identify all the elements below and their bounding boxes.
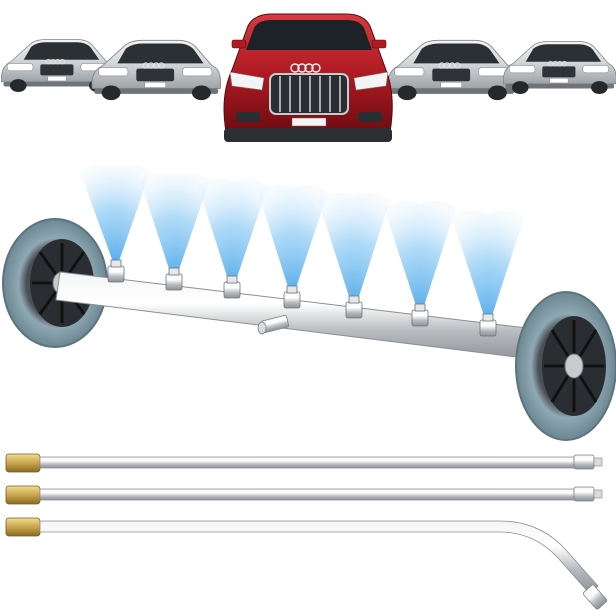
- wand-curved: [5, 517, 608, 610]
- nozzle-2: [165, 267, 183, 291]
- nozzle-1: [107, 259, 125, 283]
- nozzle-4: [283, 285, 301, 309]
- wand-straight-1: [5, 453, 603, 473]
- brass-quick-connect: [5, 517, 41, 537]
- nozzles: [107, 259, 497, 337]
- undercarriage-washer: [2, 218, 616, 441]
- left-wheel: [2, 218, 108, 348]
- water-spray-fans: [80, 164, 524, 328]
- quick-connect-plug: [573, 486, 595, 502]
- quick-connect-plug: [582, 584, 608, 610]
- brass-quick-connect: [5, 485, 41, 505]
- nozzle-3: [223, 275, 241, 299]
- nozzle-7: [479, 313, 497, 337]
- right-wheel: [515, 291, 616, 441]
- car-lineup: [0, 13, 616, 142]
- nozzle-6: [411, 303, 429, 327]
- brass-quick-connect: [5, 453, 41, 473]
- inlet-fitting: [257, 315, 290, 335]
- nozzle-5: [345, 295, 363, 319]
- extension-wands: [5, 453, 608, 610]
- quick-connect-plug: [573, 454, 595, 470]
- wand-straight-2: [5, 485, 603, 505]
- car-red-suv: [223, 13, 393, 142]
